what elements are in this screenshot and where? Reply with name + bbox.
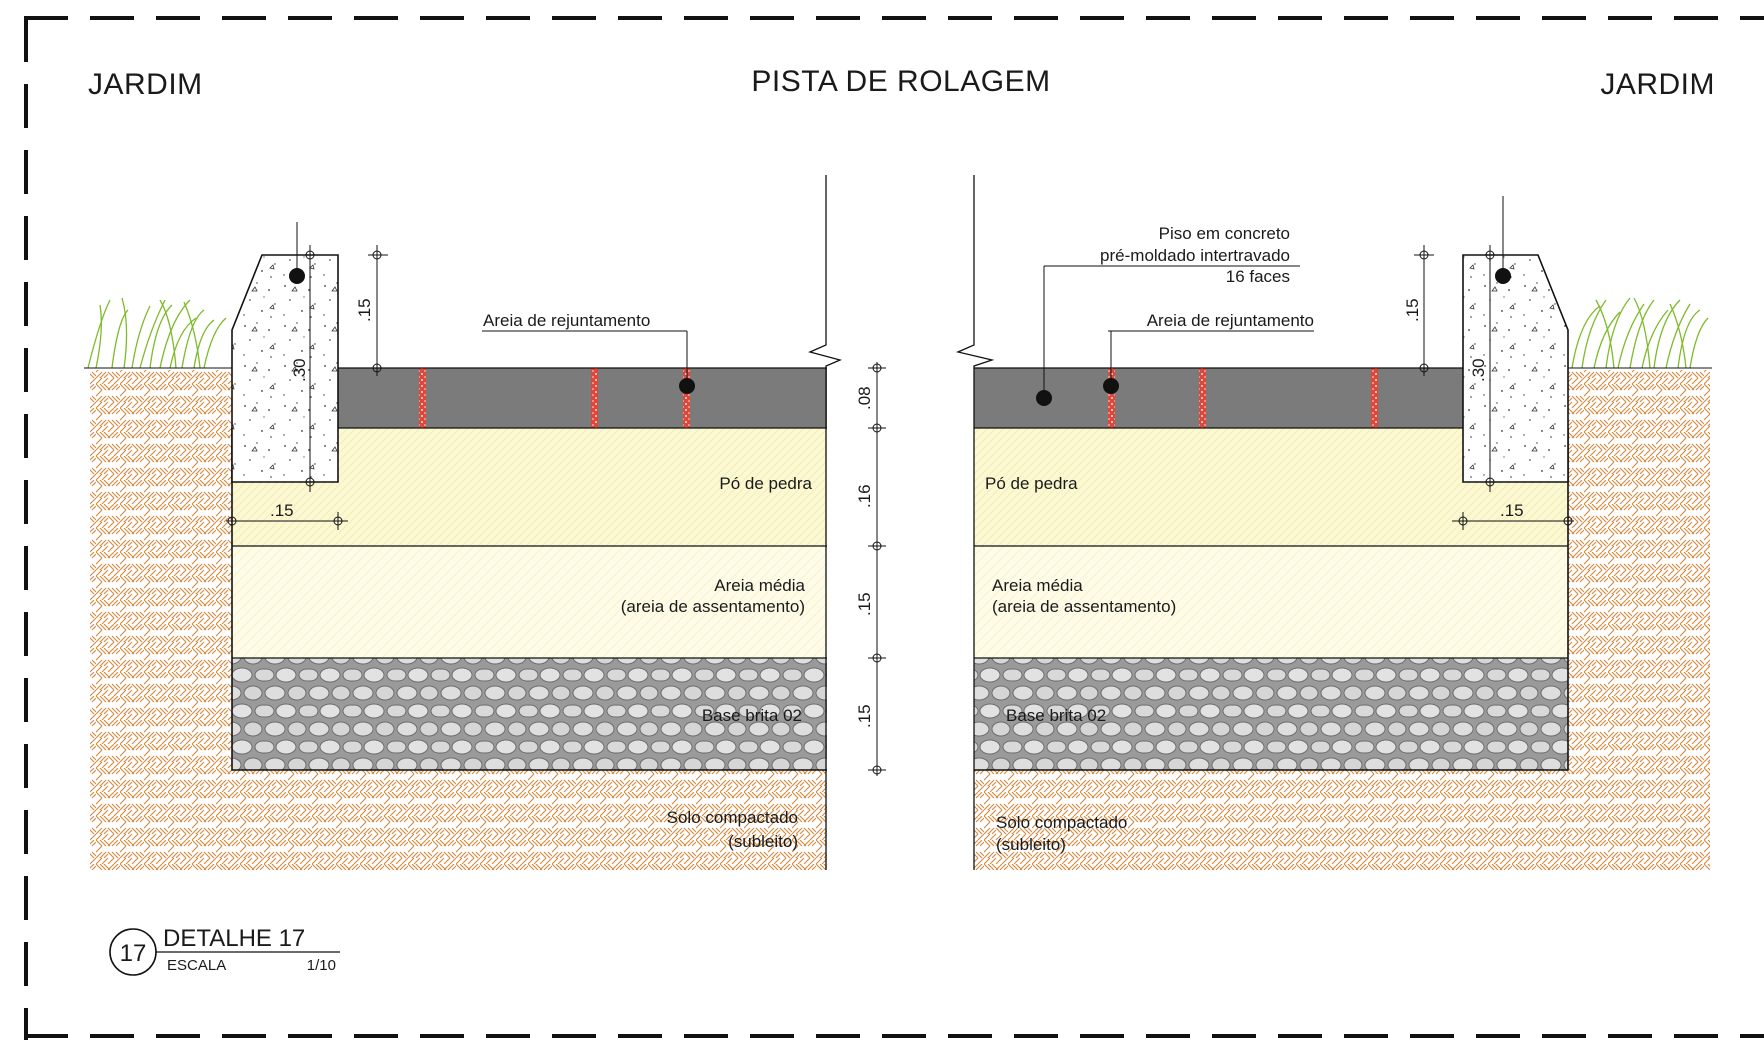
label-soil-left-1: Solo compactado xyxy=(667,808,798,827)
drawing-frame xyxy=(24,16,1764,1040)
dim-curb-width-left: .15 xyxy=(270,501,294,520)
right-section: .15 .30 .15 Piso em concreto pré-moldado… xyxy=(955,175,1712,870)
dim-layer-dust: .16 xyxy=(855,484,874,508)
dim-curb-top-right: .15 xyxy=(1403,298,1422,322)
joint-sand-right-1 xyxy=(1108,368,1115,428)
grass-right xyxy=(1571,297,1709,369)
layer-dimension-chain: .08 .16 .15 .15 xyxy=(855,362,886,776)
dim-layer-gravel: .15 xyxy=(855,704,874,728)
header-left-garden: JARDIM xyxy=(88,68,203,101)
dim-curb-height-right: .30 xyxy=(1469,358,1488,382)
dim-curb-top-left: .15 xyxy=(355,298,374,322)
gravel-layer-left xyxy=(232,658,827,770)
joint-sand-left-1 xyxy=(419,368,426,428)
header-right-garden: JARDIM xyxy=(1600,68,1715,101)
label-joint-sand-left: Areia de rejuntamento xyxy=(483,311,650,330)
label-paver-line2: pré-moldado intertravado xyxy=(1100,246,1290,265)
concrete-curb-right xyxy=(1462,254,1569,483)
joint-sand-right-2 xyxy=(1199,368,1206,428)
label-gravel-right: Base brita 02 xyxy=(1006,706,1106,725)
label-gravel-left: Base brita 02 xyxy=(702,706,802,725)
label-paver-line3: 16 faces xyxy=(1226,267,1290,286)
dim-layer-sand: .15 xyxy=(855,592,874,616)
label-sand-right-2: (areia de assentamento) xyxy=(992,597,1176,616)
dim-layer-paver: .08 xyxy=(855,386,874,410)
detail-title-block: 17 DETALHE 17 ESCALA 1/10 xyxy=(109,925,340,976)
left-section: .15 .30 .15 Areia de rejuntamento Pó de … xyxy=(84,175,842,870)
label-stone-dust-left: Pó de pedra xyxy=(719,474,812,493)
gravel-layer-right xyxy=(974,658,1568,770)
grass-left xyxy=(87,297,227,369)
joint-sand-left-2 xyxy=(591,368,598,428)
label-stone-dust-right: Pó de pedra xyxy=(985,474,1078,493)
dim-curb-height-left: .30 xyxy=(290,358,309,382)
label-soil-right-1: Solo compactado xyxy=(996,813,1127,832)
dim-curb-width-right: .15 xyxy=(1500,501,1524,520)
label-sand-right-1: Areia média xyxy=(992,576,1083,595)
concrete-curb-left xyxy=(231,254,339,483)
label-paver-line1: Piso em concreto xyxy=(1159,224,1290,243)
label-sand-left-2: (areia de assentamento) xyxy=(621,597,805,616)
header-runway: PISTA DE ROLAGEM xyxy=(751,65,1050,98)
joint-sand-left-3 xyxy=(683,368,690,428)
label-soil-right-2: (subleito) xyxy=(996,835,1066,854)
joint-sand-right-3 xyxy=(1371,368,1378,428)
paver-layer-right xyxy=(974,368,1463,428)
label-joint-sand-right: Areia de rejuntamento xyxy=(1147,311,1314,330)
sand-layer-left xyxy=(232,546,827,658)
paver-layer-left xyxy=(338,368,827,428)
detail-scale-value: 1/10 xyxy=(307,957,336,974)
label-soil-left-2: (subleito) xyxy=(728,832,798,851)
sand-layer-right xyxy=(974,546,1568,658)
detail-number: 17 xyxy=(120,940,147,967)
label-sand-left-1: Areia média xyxy=(714,576,805,595)
detail-title: DETALHE 17 xyxy=(163,925,305,952)
detail-scale-label: ESCALA xyxy=(167,957,226,974)
